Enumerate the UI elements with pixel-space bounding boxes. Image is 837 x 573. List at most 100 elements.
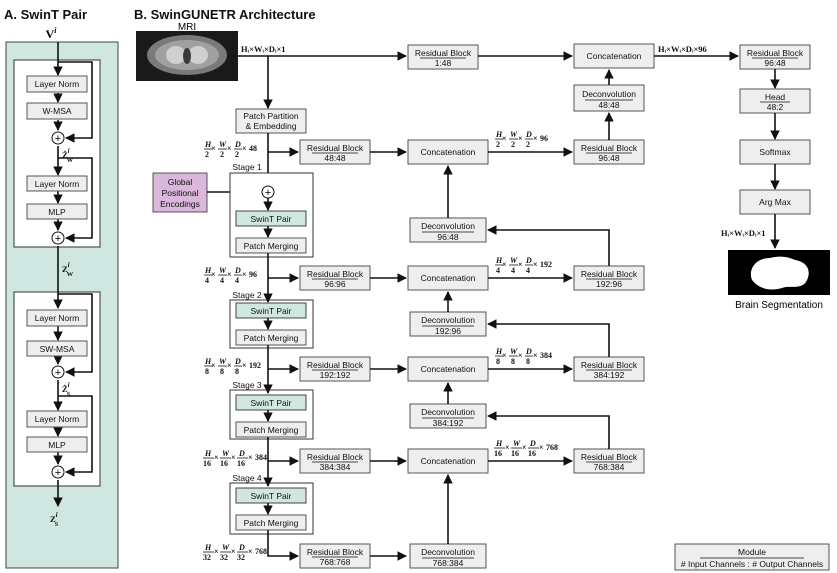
concat-out-dims: Hᵢ×Wᵢ×Dᵢ×96	[658, 44, 707, 54]
a-add-4: +	[51, 465, 65, 479]
svg-text:8: 8	[526, 357, 530, 366]
svg-text:Module: Module	[738, 547, 766, 557]
a-w-msa: W-MSA	[26, 102, 88, 120]
svg-text:192:192: 192:192	[320, 370, 351, 380]
svg-text:768: 768	[546, 443, 558, 452]
svg-text:192: 192	[540, 260, 552, 269]
stage-2-patch-merging: Patch Merging	[235, 329, 307, 346]
svg-text:768:384: 768:384	[594, 462, 625, 472]
svg-text:+: +	[55, 467, 61, 479]
svg-text:Concatenation: Concatenation	[421, 364, 476, 374]
svg-text:×: ×	[502, 260, 507, 269]
stage-1-swint-pair: SwinT Pair	[235, 210, 307, 227]
svg-text:D: D	[234, 357, 241, 366]
svg-text:W: W	[513, 439, 521, 448]
svg-text:Residual Block: Residual Block	[581, 143, 638, 153]
mri-label: MRI	[178, 22, 196, 33]
svg-text:384: 384	[540, 351, 552, 360]
svg-text:16: 16	[511, 449, 519, 458]
concat-frac-3: H8 × W8 × D8 ×384	[495, 347, 552, 366]
svg-text:Concatenation: Concatenation	[421, 456, 476, 466]
svg-text:×: ×	[533, 260, 538, 269]
svg-text:Encodings: Encodings	[160, 199, 200, 209]
svg-text:32: 32	[237, 553, 245, 562]
svg-text:H: H	[204, 357, 212, 366]
svg-text:2: 2	[496, 140, 500, 149]
svg-text:×: ×	[211, 144, 216, 153]
svg-text:48:2: 48:2	[767, 102, 784, 112]
svg-text:Softmax: Softmax	[759, 147, 791, 157]
svg-text:8: 8	[205, 367, 209, 376]
frac-stage-3: H8 × W8 × D8 ×192	[204, 357, 261, 376]
svg-text:×: ×	[211, 361, 216, 370]
svg-text:D: D	[529, 439, 536, 448]
svg-text:H: H	[204, 543, 212, 552]
svg-text:×: ×	[533, 351, 538, 360]
svg-text:×: ×	[518, 134, 523, 143]
frac-bottleneck: H32 × W32 × D32 ×768	[203, 543, 267, 562]
svg-text:+: +	[55, 133, 61, 145]
svg-text:W: W	[510, 347, 518, 356]
a-mlp-1: MLP	[26, 203, 88, 220]
svg-text:Residual Block: Residual Block	[307, 143, 364, 153]
svg-text:W: W	[219, 140, 227, 149]
svg-text:×: ×	[242, 144, 247, 153]
svg-text:Concatenation: Concatenation	[587, 51, 642, 61]
frac-stage-4: H16 × W16 × D16 ×384	[203, 449, 267, 468]
svg-text:Patch Merging: Patch Merging	[244, 425, 299, 435]
svg-text:×: ×	[211, 270, 216, 279]
svg-text:×: ×	[539, 443, 544, 452]
svg-text:D: D	[238, 449, 245, 458]
svg-text:Residual Block: Residual Block	[581, 452, 638, 462]
a-add-2: +	[51, 231, 65, 245]
svg-text:×: ×	[248, 547, 253, 556]
svg-text:384:192: 384:192	[433, 418, 464, 428]
concat-2: Concatenation	[407, 265, 489, 291]
stage-3-patch-merging: Patch Merging	[235, 421, 307, 438]
svg-text:Patch Partition: Patch Partition	[243, 111, 299, 121]
svg-text:768:384: 768:384	[433, 558, 464, 568]
a-add-3: +	[51, 365, 65, 379]
svg-text:Patch Merging: Patch Merging	[244, 241, 299, 251]
svg-text:D: D	[525, 256, 532, 265]
svg-text:384:384: 384:384	[320, 462, 351, 472]
svg-text:×: ×	[227, 361, 232, 370]
svg-text:4: 4	[526, 266, 530, 275]
concat-top: Concatenation	[573, 43, 655, 69]
svg-text:8: 8	[220, 367, 224, 376]
a-layer-norm-2: Layer Norm	[26, 175, 88, 192]
svg-text:768:768: 768:768	[320, 557, 351, 567]
panel-b-title: B. SwinGUNETR Architecture	[134, 7, 316, 22]
svg-text:96: 96	[249, 270, 257, 279]
svg-text:W-MSA: W-MSA	[42, 106, 71, 116]
svg-text:192:96: 192:96	[435, 326, 461, 336]
svg-text:×: ×	[227, 144, 232, 153]
svg-text:D: D	[525, 130, 532, 139]
svg-text:×: ×	[242, 270, 247, 279]
svg-text:1:48: 1:48	[435, 58, 452, 68]
svg-text:×: ×	[522, 443, 527, 452]
svg-text:2: 2	[205, 150, 209, 159]
mri-image	[136, 31, 238, 81]
svg-text:384:192: 384:192	[594, 370, 625, 380]
svg-text:Residual Block: Residual Block	[581, 269, 638, 279]
svg-text:MLP: MLP	[48, 440, 66, 450]
svg-text:Patch Merging: Patch Merging	[244, 518, 299, 528]
svg-text:Arg Max: Arg Max	[759, 197, 791, 207]
svg-text:SW-MSA: SW-MSA	[40, 344, 75, 354]
svg-text:48:48: 48:48	[324, 153, 346, 163]
svg-text:W: W	[219, 266, 227, 275]
svg-text:Layer Norm: Layer Norm	[35, 414, 79, 424]
concat-4: Concatenation	[407, 448, 489, 474]
svg-text:+: +	[55, 367, 61, 379]
panel-a-title: A. SwinT Pair	[4, 7, 87, 22]
